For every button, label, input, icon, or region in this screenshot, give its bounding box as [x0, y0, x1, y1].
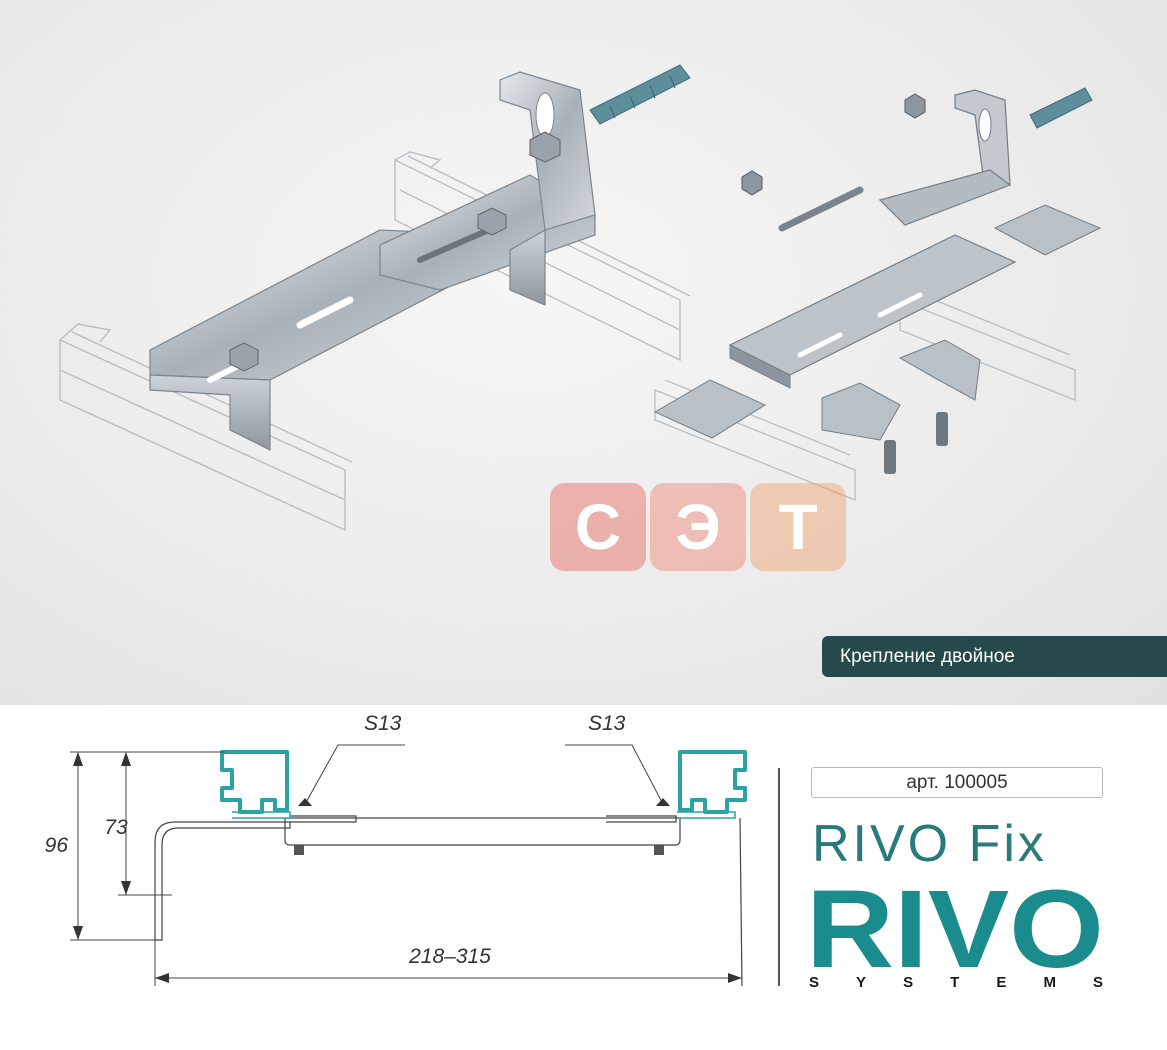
- exploded-parts-image: [653, 87, 1102, 501]
- callout-left-label: S13: [364, 712, 402, 735]
- dim-height-inner: 73: [104, 816, 128, 839]
- watermark-letter: Т: [750, 483, 846, 571]
- watermark-letter: С: [550, 483, 646, 571]
- assembled-bracket-image: [59, 64, 691, 532]
- left-rail-profile: [220, 750, 289, 814]
- callout-right-label: S13: [588, 712, 626, 735]
- right-rail-profile: [678, 750, 747, 814]
- dim-height-outer: 96: [45, 834, 69, 857]
- watermark-letter: Э: [650, 483, 746, 571]
- product-type-label: Крепление двойное: [822, 636, 1167, 677]
- technical-drawing-area: [0, 705, 1167, 1050]
- brand-name: RIVO: [806, 875, 1104, 991]
- product-render-area: С Э Т Крепление двойное: [0, 0, 1167, 705]
- sku-label: арт. 100005: [811, 767, 1103, 798]
- product-name: RIVO Fix: [812, 815, 1047, 873]
- watermark-logo: С Э Т: [550, 483, 850, 573]
- divider: [778, 768, 780, 986]
- dim-width: 218–315: [408, 945, 491, 968]
- rivo-systems-logo: RIVO SYSTEMS: [806, 875, 1104, 991]
